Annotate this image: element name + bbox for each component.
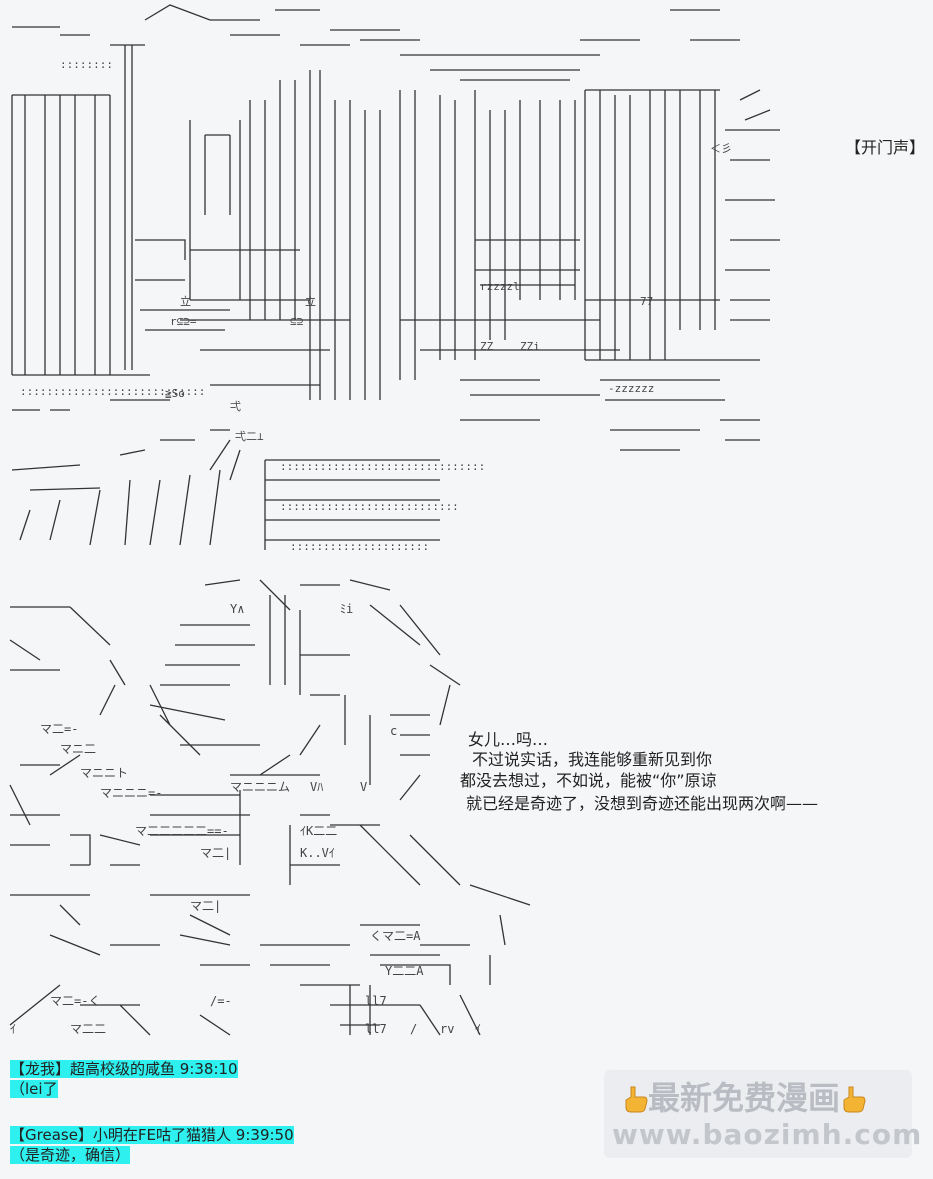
svg-text:⊆⊇: ⊆⊇ <box>290 315 304 328</box>
svg-text:弌二⊥: 弌二⊥ <box>235 430 264 443</box>
svg-text:マニニニ=-: マニニニ=- <box>100 786 162 800</box>
svg-text:rzzzzl: rzzzzl <box>480 280 520 293</box>
dialogue-line-1: 女儿…吗… <box>468 730 549 749</box>
comment-1-text: （lei了 <box>10 1080 58 1098</box>
svg-text:マ二二: マ二二 <box>70 1022 106 1036</box>
svg-text:マ二|: マ二| <box>190 899 221 913</box>
svg-text:c: c <box>390 724 397 738</box>
svg-text:マニニト: マニニト <box>80 766 128 780</box>
watermark-url: www.baozimh.com <box>612 1118 923 1151</box>
dialogue-line-2: 不过说实话，我连能够重新见到你 <box>472 750 713 769</box>
svg-text:マ二|: マ二| <box>200 846 231 860</box>
comment-1-header-text: 【龙我】超高校级的咸鱼 9:38:10 <box>10 1060 238 1078</box>
dialogue-line-4: 就已经是奇迹了，没想到奇迹还能出现两次啊—— <box>466 794 819 813</box>
pointing-hand-icon <box>622 1082 648 1113</box>
svg-text:マニニニム: マニニニム <box>230 780 290 794</box>
svg-text:::::::::::::::::::::::::::::::: ::::::::::::::::::::::::::::::: <box>280 460 485 473</box>
svg-text:ZZi: ZZi <box>520 340 540 353</box>
svg-text::::::::::::::::::::::::::::: ::::::::::::::::::::::::::: <box>280 500 459 513</box>
svg-text:ｲK二二: ｲK二二 <box>300 824 337 838</box>
svg-text:-zzzzzz: -zzzzzz <box>608 382 654 395</box>
sound-effect-label: 【开门声】 <box>845 138 926 157</box>
pointing-hand-icon <box>840 1082 866 1113</box>
watermark-title: 最新免费漫画 <box>648 1079 841 1117</box>
svg-text:ZZ: ZZ <box>480 340 494 353</box>
svg-text:77: 77 <box>640 295 653 308</box>
svg-text:ll7: ll7 <box>365 994 387 1008</box>
svg-text:＜彡: ＜彡 <box>710 142 732 155</box>
comment-1-body: （lei了 <box>10 1080 58 1098</box>
svg-text:≧So: ≧So <box>165 387 185 400</box>
comment-2-header: 【Grease】小明在FE咕了猫猎人 9:39:50 <box>10 1126 294 1144</box>
svg-text:rv: rv <box>440 1022 454 1036</box>
svg-text:::::::::::::::::::::::::::::: :::::::::::::::::::::::::::: <box>20 385 205 398</box>
svg-text:立: 立 <box>305 294 316 308</box>
dialogue-line-3: 都没去想过，不如说，能被“你”原谅 <box>460 771 717 790</box>
watermark-line-1: 最新免费漫画 <box>622 1078 866 1118</box>
svg-text:マ二=-く: マ二=-く <box>50 994 100 1008</box>
svg-text:/=-: /=- <box>210 994 232 1008</box>
svg-text:弌: 弌 <box>230 400 241 413</box>
svg-text:::::::::: :::::::: <box>60 58 113 71</box>
svg-text:立: 立 <box>180 294 191 308</box>
ascii-art-street-scene: 立 立 r⊆⊇= ⊆⊇ rzzzzl 77 ZZ ZZi -zzzzzz ≧So… <box>0 0 933 560</box>
svg-text:くマ二=A: くマ二=A <box>370 929 421 943</box>
comment-2-text: （是奇迹，确信） <box>10 1146 131 1164</box>
svg-text:Y∧: Y∧ <box>230 602 244 616</box>
svg-text:ｲ: ｲ <box>475 1022 481 1036</box>
watermark: 最新免费漫画 www.baozimh.com <box>604 1070 921 1158</box>
svg-text:/: / <box>410 1022 417 1036</box>
svg-text:マ二二二二二==-: マ二二二二二==- <box>135 824 229 838</box>
svg-text:マ二=-: マ二=- <box>40 722 78 736</box>
ascii-art-character: Y∧ ﾐi c マ二=- マニ二 マニニト マニニニ=- マニニニム Vﾊ V … <box>0 565 933 1045</box>
comment-1-header: 【龙我】超高校级的咸鱼 9:38:10 <box>10 1060 238 1078</box>
comment-2-body: （是奇迹，确信） <box>10 1146 131 1164</box>
svg-text:ﾐi: ﾐi <box>340 602 353 616</box>
svg-text:Vﾊ: Vﾊ <box>310 780 323 794</box>
svg-text:V: V <box>360 780 367 794</box>
svg-text:K..Vｲ: K..Vｲ <box>300 846 335 860</box>
svg-text:ll7: ll7 <box>365 1022 387 1036</box>
svg-text::::::::::::::::::::::: ::::::::::::::::::::: <box>290 540 429 553</box>
svg-text:Y二二A: Y二二A <box>385 964 424 978</box>
svg-text:r⊆⊇=: r⊆⊇= <box>170 315 197 328</box>
comment-2-header-text: 【Grease】小明在FE咕了猫猎人 9:39:50 <box>10 1126 294 1144</box>
svg-text:ｲ: ｲ <box>10 1022 16 1036</box>
svg-text:マニ二: マニ二 <box>60 742 96 756</box>
